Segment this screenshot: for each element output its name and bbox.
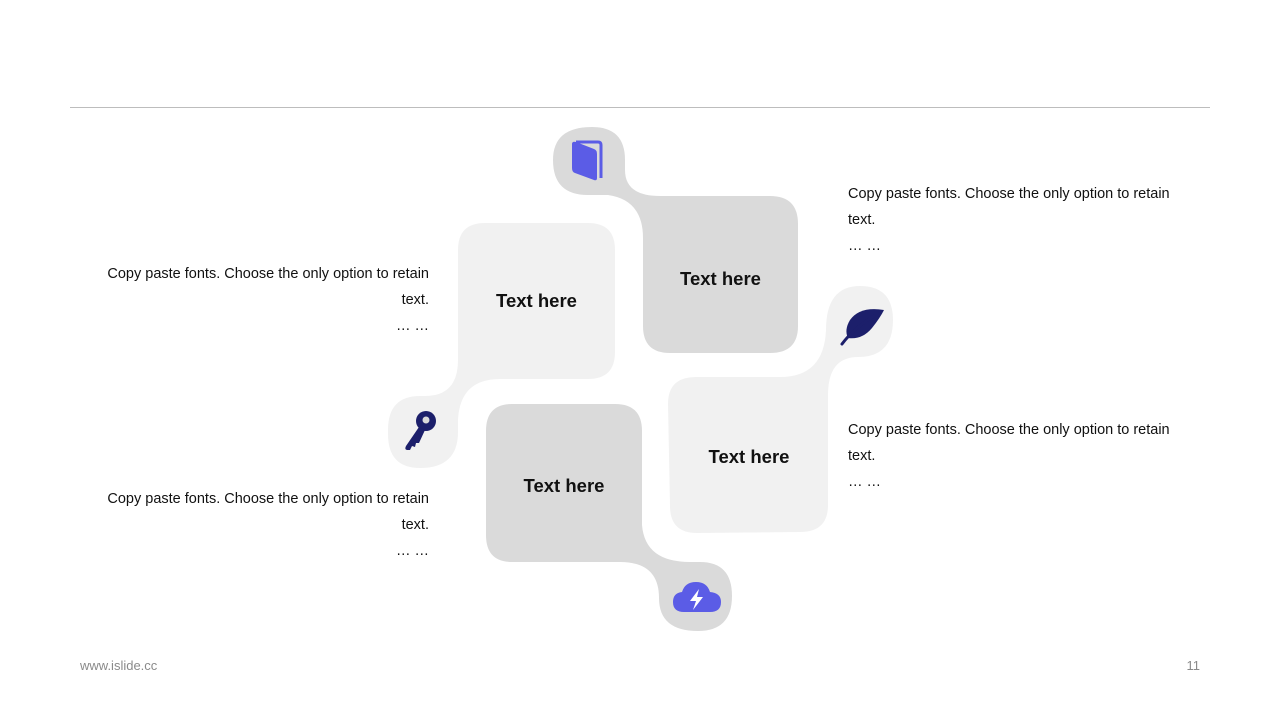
book-icon [570, 140, 604, 182]
card-shape-4 [668, 286, 893, 533]
description-line: text. [848, 448, 876, 464]
description-bottom-right: Copy paste fonts. Choose the only option… [848, 417, 1188, 495]
card-shape-1 [553, 127, 798, 353]
leaf-icon [840, 306, 886, 346]
description-top-left: Copy paste fonts. Choose the only option… [90, 261, 429, 339]
key-icon [402, 410, 438, 452]
card-shape-2 [388, 223, 615, 468]
description-line: Copy paste fonts. Choose the only option… [848, 422, 1170, 438]
description-top-right: Copy paste fonts. Choose the only option… [848, 181, 1188, 259]
card-shape-3 [486, 404, 732, 631]
card-label-bottom: Text here [523, 475, 605, 496]
description-line: text. [848, 212, 876, 228]
description-line: text. [401, 517, 429, 533]
card-label-right: Text here [708, 446, 790, 467]
card-label-left: Text here [496, 290, 577, 311]
description-line: Copy paste fonts. Choose the only option… [107, 266, 429, 282]
card-label-top: Text here [680, 268, 761, 289]
footer-website: www.islide.cc [80, 658, 158, 673]
description-line: text. [401, 292, 429, 308]
description-line: Copy paste fonts. Choose the only option… [107, 491, 429, 507]
description-ellipsis: … … [848, 474, 882, 490]
page-number: 11 [1186, 658, 1201, 673]
description-ellipsis: … … [848, 238, 882, 254]
description-ellipsis: … … [395, 318, 429, 334]
header-divider [70, 107, 1210, 108]
cloud-lightning-icon [672, 580, 722, 614]
description-line: Copy paste fonts. Choose the only option… [848, 186, 1170, 202]
description-ellipsis: … … [395, 543, 429, 559]
description-bottom-left: Copy paste fonts. Choose the only option… [90, 486, 429, 564]
